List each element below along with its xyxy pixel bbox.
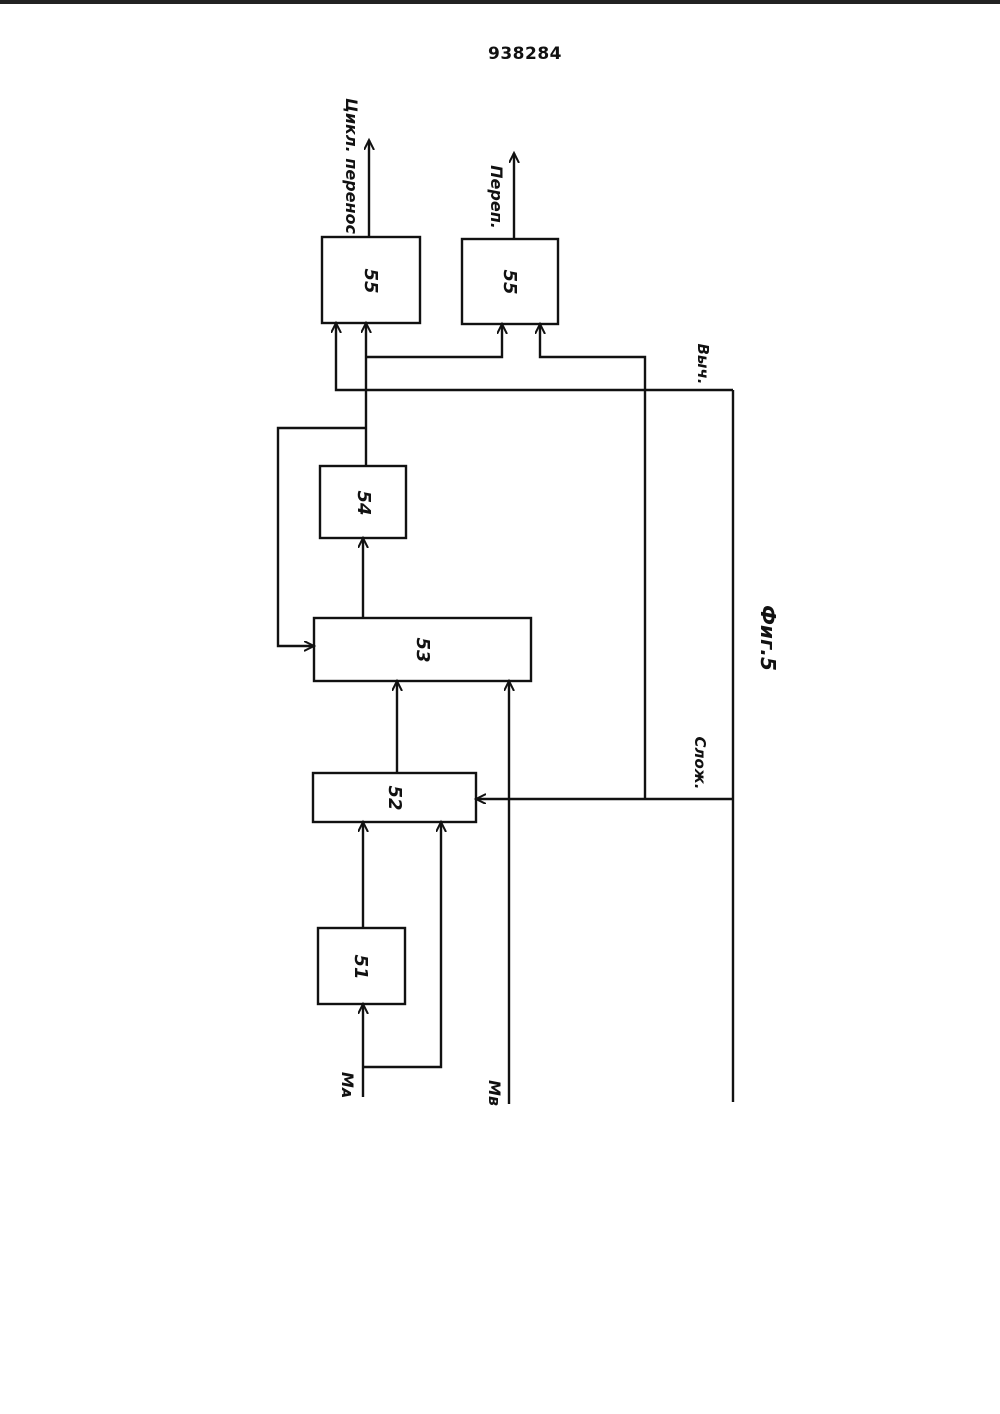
wire-ma-bypass: [363, 822, 441, 1067]
block-53-label: 53: [412, 637, 433, 662]
add-label: Слож.: [691, 737, 709, 790]
block-52-label: 52: [384, 785, 405, 810]
subtract-label: Выч.: [694, 344, 712, 385]
input-a-label: Mᴀ: [338, 1072, 357, 1098]
block-54-label: 54: [353, 490, 374, 515]
block-55-top-label: 55: [360, 268, 381, 293]
wire-54-55-bottom: [366, 324, 502, 357]
wire-add-55-bottom: [540, 324, 645, 799]
cyclic-carry-label: Цикл. перенос: [342, 98, 361, 235]
block-55-bottom-label: 55: [499, 269, 520, 294]
input-b-label: Mв: [485, 1080, 504, 1106]
figure-caption: Фиг.5: [756, 605, 780, 671]
overflow-label: Переп.: [487, 165, 506, 229]
block-51-label: 51: [350, 954, 371, 979]
